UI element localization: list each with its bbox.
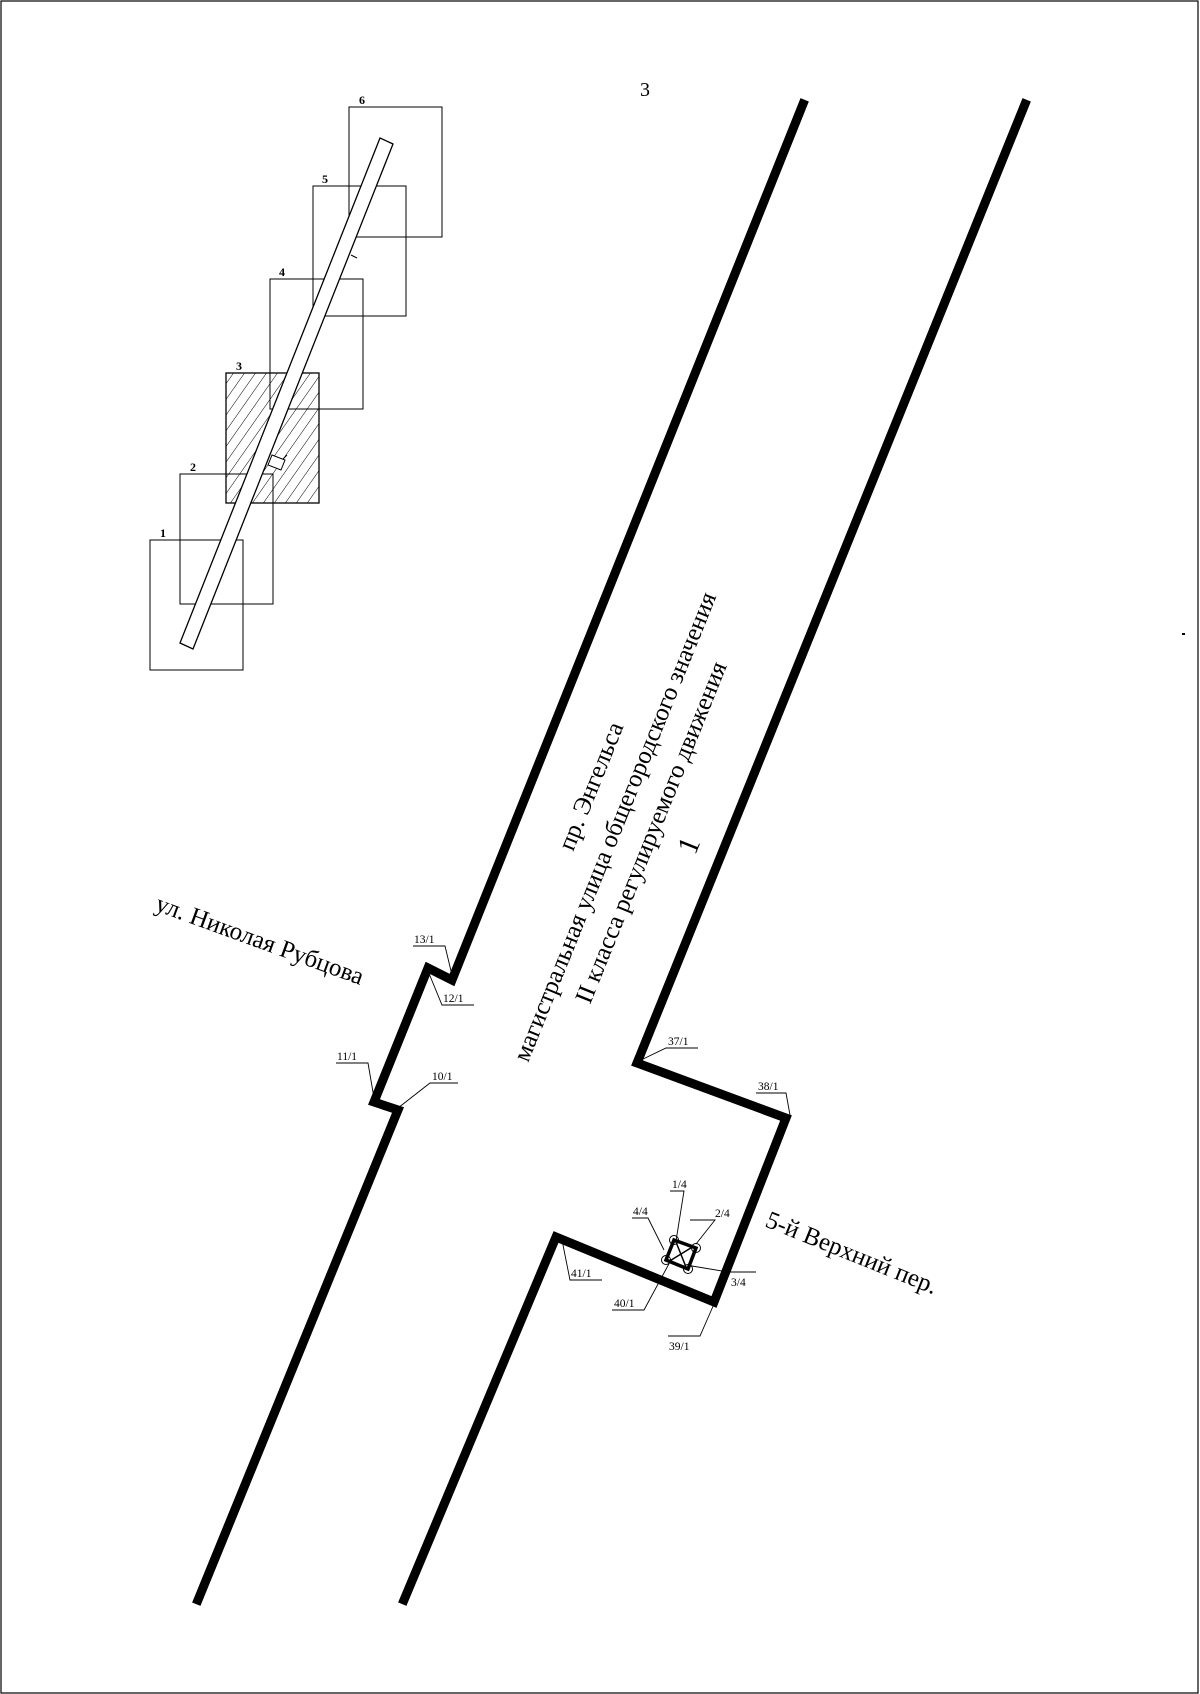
key-frame-label-1: 1 bbox=[160, 526, 166, 540]
point-label-37-1: 37/1 bbox=[668, 1036, 689, 1048]
key-frame-label-4: 4 bbox=[279, 265, 285, 279]
street-verkhniy: 5-й Верхний пер. bbox=[762, 1207, 942, 1301]
zone-number: 1 bbox=[671, 832, 707, 858]
point-label-4-4: 4/4 bbox=[633, 1206, 648, 1218]
point-label-12-1: 12/1 bbox=[443, 993, 464, 1005]
point-label-2-4: 2/4 bbox=[715, 1208, 730, 1220]
scan-mark bbox=[1182, 633, 1185, 635]
page-number: 3 bbox=[640, 79, 650, 101]
parcel-4-point-1 bbox=[669, 1235, 679, 1245]
point-label-40-1: 40/1 bbox=[614, 1298, 635, 1310]
point-label-38-1: 38/1 bbox=[758, 1081, 779, 1093]
key-frame-label-2: 2 bbox=[190, 460, 196, 474]
key-frame-label-6: 6 bbox=[359, 93, 365, 107]
key-frame-6[interactable] bbox=[348, 106, 443, 238]
point-label-41-1: 41/1 bbox=[571, 1268, 592, 1280]
key-road-edge-detail bbox=[350, 254, 358, 259]
parcel-4[interactable] bbox=[661, 1235, 701, 1274]
key-frame-3[interactable] bbox=[225, 372, 320, 504]
key-frame-4[interactable] bbox=[269, 278, 364, 410]
point-label-39-1: 39/1 bbox=[669, 1341, 690, 1353]
engels-east-boundary-upper bbox=[398, 98, 1031, 1606]
key-frame-5[interactable] bbox=[312, 185, 407, 317]
point-label-11-1: 11/1 bbox=[337, 1051, 357, 1063]
road-boundaries bbox=[192, 98, 1031, 1606]
parcel-4-point-4 bbox=[661, 1255, 671, 1265]
key-road-strip bbox=[179, 137, 394, 650]
key-road-junction bbox=[267, 454, 286, 471]
boundary-point-labels bbox=[336, 945, 791, 1337]
engels-west-boundary bbox=[192, 98, 809, 1606]
point-label-1-4: 1/4 bbox=[672, 1179, 687, 1191]
key-frame-label-5: 5 bbox=[322, 172, 328, 186]
point-label-10-1: 10/1 bbox=[432, 1071, 453, 1083]
parcel-4-point-2 bbox=[691, 1243, 701, 1253]
parcel-4-point-3 bbox=[683, 1264, 693, 1274]
key-frame-label-3: 3 bbox=[236, 359, 242, 373]
parcel-4-diagonal bbox=[675, 1241, 687, 1268]
key-map: 1 2 3 4 5 6 bbox=[149, 93, 443, 671]
point-label-3-4: 3/4 bbox=[731, 1277, 746, 1289]
street-engels-class-line1: магистральная улица общегородского значе… bbox=[509, 588, 723, 1065]
key-frame-1[interactable] bbox=[149, 539, 244, 671]
point-label-13-1: 13/1 bbox=[414, 934, 435, 946]
street-rubtsova: ул. Николая Рубцова bbox=[152, 890, 367, 990]
